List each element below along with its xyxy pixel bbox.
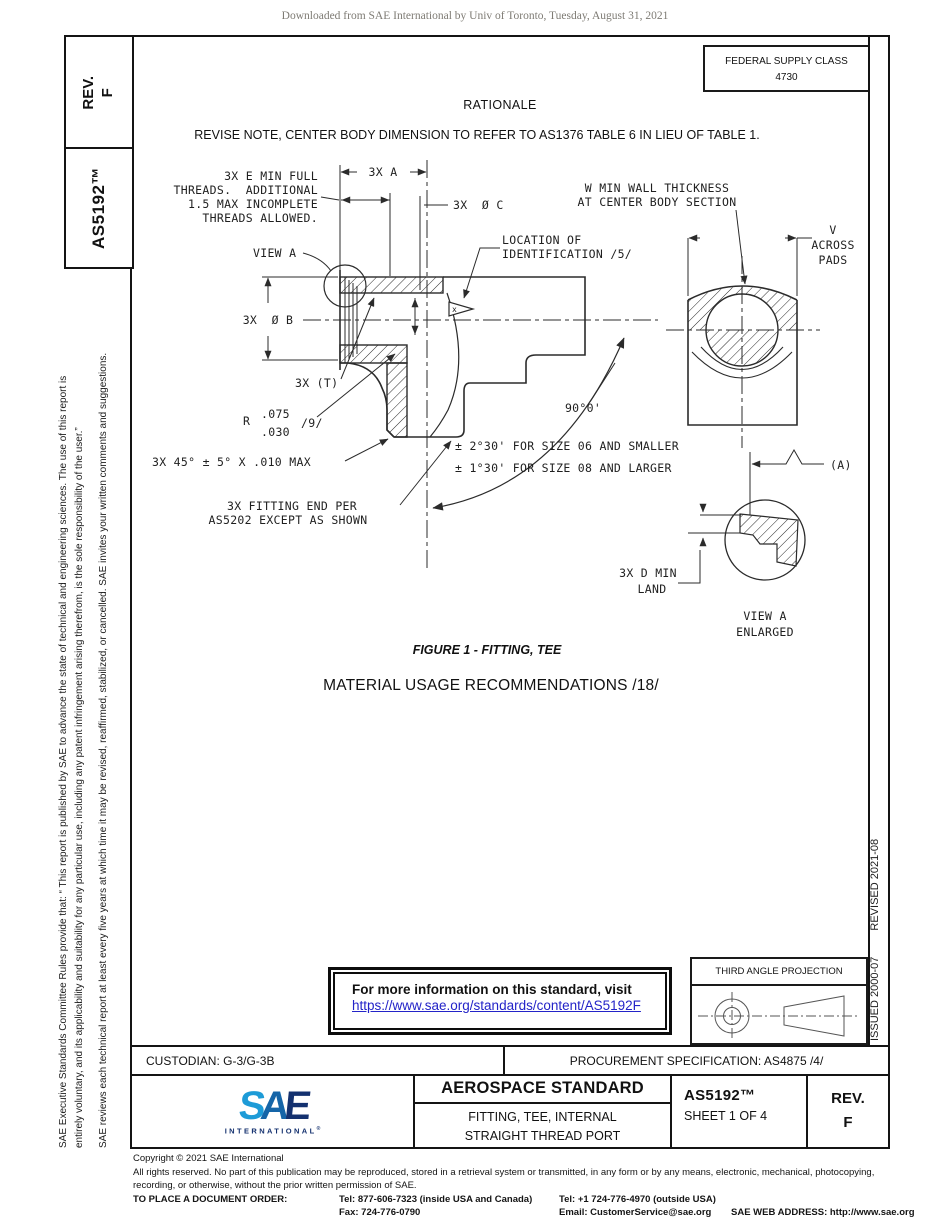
copyright-line2: All rights reserved. No part of this pub…: [133, 1166, 875, 1178]
download-notice: Downloaded from SAE International by Uni…: [281, 10, 669, 22]
doc-number: AS5192™: [684, 1087, 756, 1104]
tel-inside: Tel: 877-606-7323 (inside USA and Canada…: [339, 1193, 533, 1205]
fsc-label: FEDERAL SUPPLY CLASS: [725, 56, 848, 67]
standard-type: AEROSPACE STANDARD: [415, 1076, 670, 1104]
web-address: SAE WEB ADDRESS: http://www.sae.org: [731, 1207, 915, 1218]
revised-date: REVISED 2021-08: [869, 838, 881, 931]
sae-logo: SAE INTERNATIONAL®: [132, 1076, 415, 1147]
more-info-text: For more information on this standard, v…: [352, 982, 632, 997]
rev-label-bottom: REV.: [831, 1090, 865, 1107]
doc-number-box: AS5192™: [64, 147, 134, 269]
issued-date: ISSUED 2000-07: [869, 956, 881, 1041]
doc-number-cell: AS5192™ SHEET 1 OF 4: [672, 1076, 808, 1147]
footer-bar: CUSTODIAN: G-3/G-3B PROCUREMENT SPECIFIC…: [130, 1045, 890, 1074]
material-usage-heading: MATERIAL USAGE RECOMMENDATIONS /18/: [323, 677, 659, 694]
order-label: TO PLACE A DOCUMENT ORDER:: [133, 1193, 288, 1205]
right-margin-divider: [868, 35, 870, 1047]
sheet-number: SHEET 1 OF 4: [684, 1109, 768, 1123]
fsc-value: 4730: [775, 71, 798, 83]
doc-number-vertical: AS5192™: [89, 167, 108, 249]
rationale-title: RATIONALE: [463, 98, 537, 112]
standard-title-line2: STRAIGHT THREAD PORT: [464, 1128, 621, 1143]
disclaimer-line1: SAE Executive Standards Committee Rules …: [58, 375, 69, 1148]
fax: Fax: 724-776-0790: [339, 1207, 421, 1218]
standard-link[interactable]: https://www.sae.org/standards/content/AS…: [352, 998, 641, 1013]
disclaimer-line2: entirely voluntary, and its applicabilit…: [73, 427, 85, 1148]
standard-title-line1: FITTING, TEE, INTERNAL: [468, 1110, 617, 1124]
issued-revised-strip: ISSUED 2000-07 REVISED 2021-08: [869, 35, 890, 1047]
left-disclaimer-strip: SAE Executive Standards Committee Rules …: [56, 268, 120, 1148]
custodian-cell: CUSTODIAN: G-3/G-3B: [132, 1047, 505, 1074]
copyright-line3: recording, or otherwise, without the pri…: [133, 1180, 417, 1191]
rev-label: REV.: [80, 76, 98, 110]
third-angle-projection-icon: [698, 992, 860, 1040]
figure-caption: FIGURE 1 - FITTING, TEE: [412, 643, 562, 657]
projection-title: THIRD ANGLE PROJECTION: [692, 959, 866, 986]
standard-title-cell: AEROSPACE STANDARD FITTING, TEE, INTERNA…: [415, 1076, 672, 1147]
tel-outside: Tel: +1 724-776-4970 (outside USA): [559, 1193, 716, 1205]
procurement-cell: PROCUREMENT SPECIFICATION: AS4875 /4/: [569, 1053, 824, 1068]
review-note: SAE reviews each technical report at lea…: [98, 352, 109, 1148]
federal-supply-class-box: FEDERAL SUPPLY CLASS 4730: [703, 45, 868, 92]
copyright-block: Copyright © 2021 SAE International All r…: [133, 1152, 933, 1220]
projection-box: THIRD ANGLE PROJECTION: [690, 957, 868, 1045]
rev-cell: REV. F: [808, 1076, 888, 1147]
sae-logo-subtext: INTERNATIONAL®: [224, 1125, 321, 1136]
rev-box: REV. F: [64, 35, 134, 151]
title-block: SAE INTERNATIONAL® AEROSPACE STANDARD FI…: [130, 1074, 890, 1147]
email: Email: CustomerService@sae.org: [559, 1207, 712, 1218]
rev-value: F: [98, 88, 116, 98]
rev-value-bottom: F: [843, 1114, 853, 1131]
rationale-text: REVISE NOTE, CENTER BODY DIMENSION TO RE…: [194, 128, 760, 142]
drawing-frame: [130, 35, 890, 1149]
sae-wordmark-icon: SAE: [236, 1083, 309, 1128]
copyright-line1: Copyright © 2021 SAE International: [133, 1153, 284, 1164]
more-info-box: For more information on this standard, v…: [328, 967, 672, 1035]
